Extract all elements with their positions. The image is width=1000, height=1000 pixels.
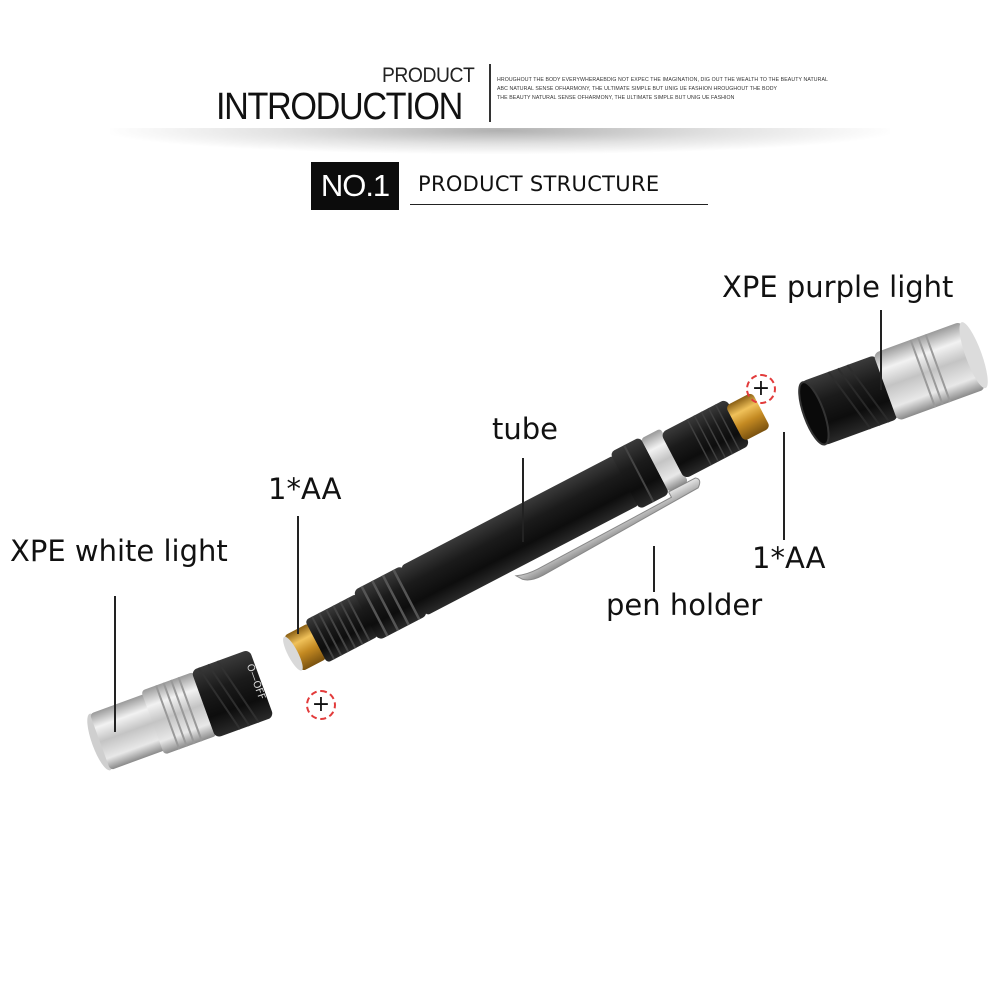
plus-polarity-marker-right: + — [746, 374, 776, 404]
pen-clip — [514, 477, 701, 581]
leader-line-battery-left — [297, 516, 299, 634]
section-number-badge: NO.1 — [311, 162, 399, 210]
label-pen-holder: pen holder — [606, 588, 763, 622]
section-title: PRODUCT STRUCTURE — [418, 172, 660, 196]
label-battery-left: 1*AA — [268, 472, 342, 506]
leader-line-purple-light — [880, 310, 882, 390]
battery-end-left — [285, 624, 326, 671]
header-blurb: HROUGHOUT THE BODY EVERYWHERAEBDIG NOT E… — [497, 76, 857, 103]
label-xpe-purple-light: XPE purple light — [722, 270, 954, 304]
leader-line-battery-right — [783, 432, 785, 540]
label-tube: tube — [492, 412, 559, 446]
label-xpe-white-light: XPE white light — [10, 534, 228, 568]
purple-light-head — [798, 322, 988, 446]
plus-polarity-marker-left: + — [306, 690, 336, 720]
blurb-line: THE BEAUTY NATURAL SENSE OFHARMONY, THE … — [497, 95, 735, 101]
battery-end-right — [727, 393, 769, 440]
leader-line-tube — [522, 458, 524, 542]
header-divider — [489, 64, 491, 122]
blurb-line: HROUGHOUT THE BODY EVERYWHERAEBDIG NOT E… — [497, 77, 829, 83]
tube-body — [402, 456, 638, 615]
leader-line-pen-holder — [653, 546, 655, 592]
header-shadow-band — [110, 128, 890, 154]
blurb-line: ABC NATURAL SENSE OFHARMONY, THE ULTIMAT… — [497, 86, 778, 92]
section-underline — [410, 204, 708, 205]
leader-line-white-light — [114, 596, 116, 732]
white-light-head: O—OFF — [87, 651, 273, 771]
label-battery-right: 1*AA — [752, 541, 826, 575]
header-product-label: PRODUCT — [382, 64, 475, 87]
main-tube — [283, 393, 769, 671]
header-introduction-title: INTRODUCTION — [216, 86, 463, 128]
